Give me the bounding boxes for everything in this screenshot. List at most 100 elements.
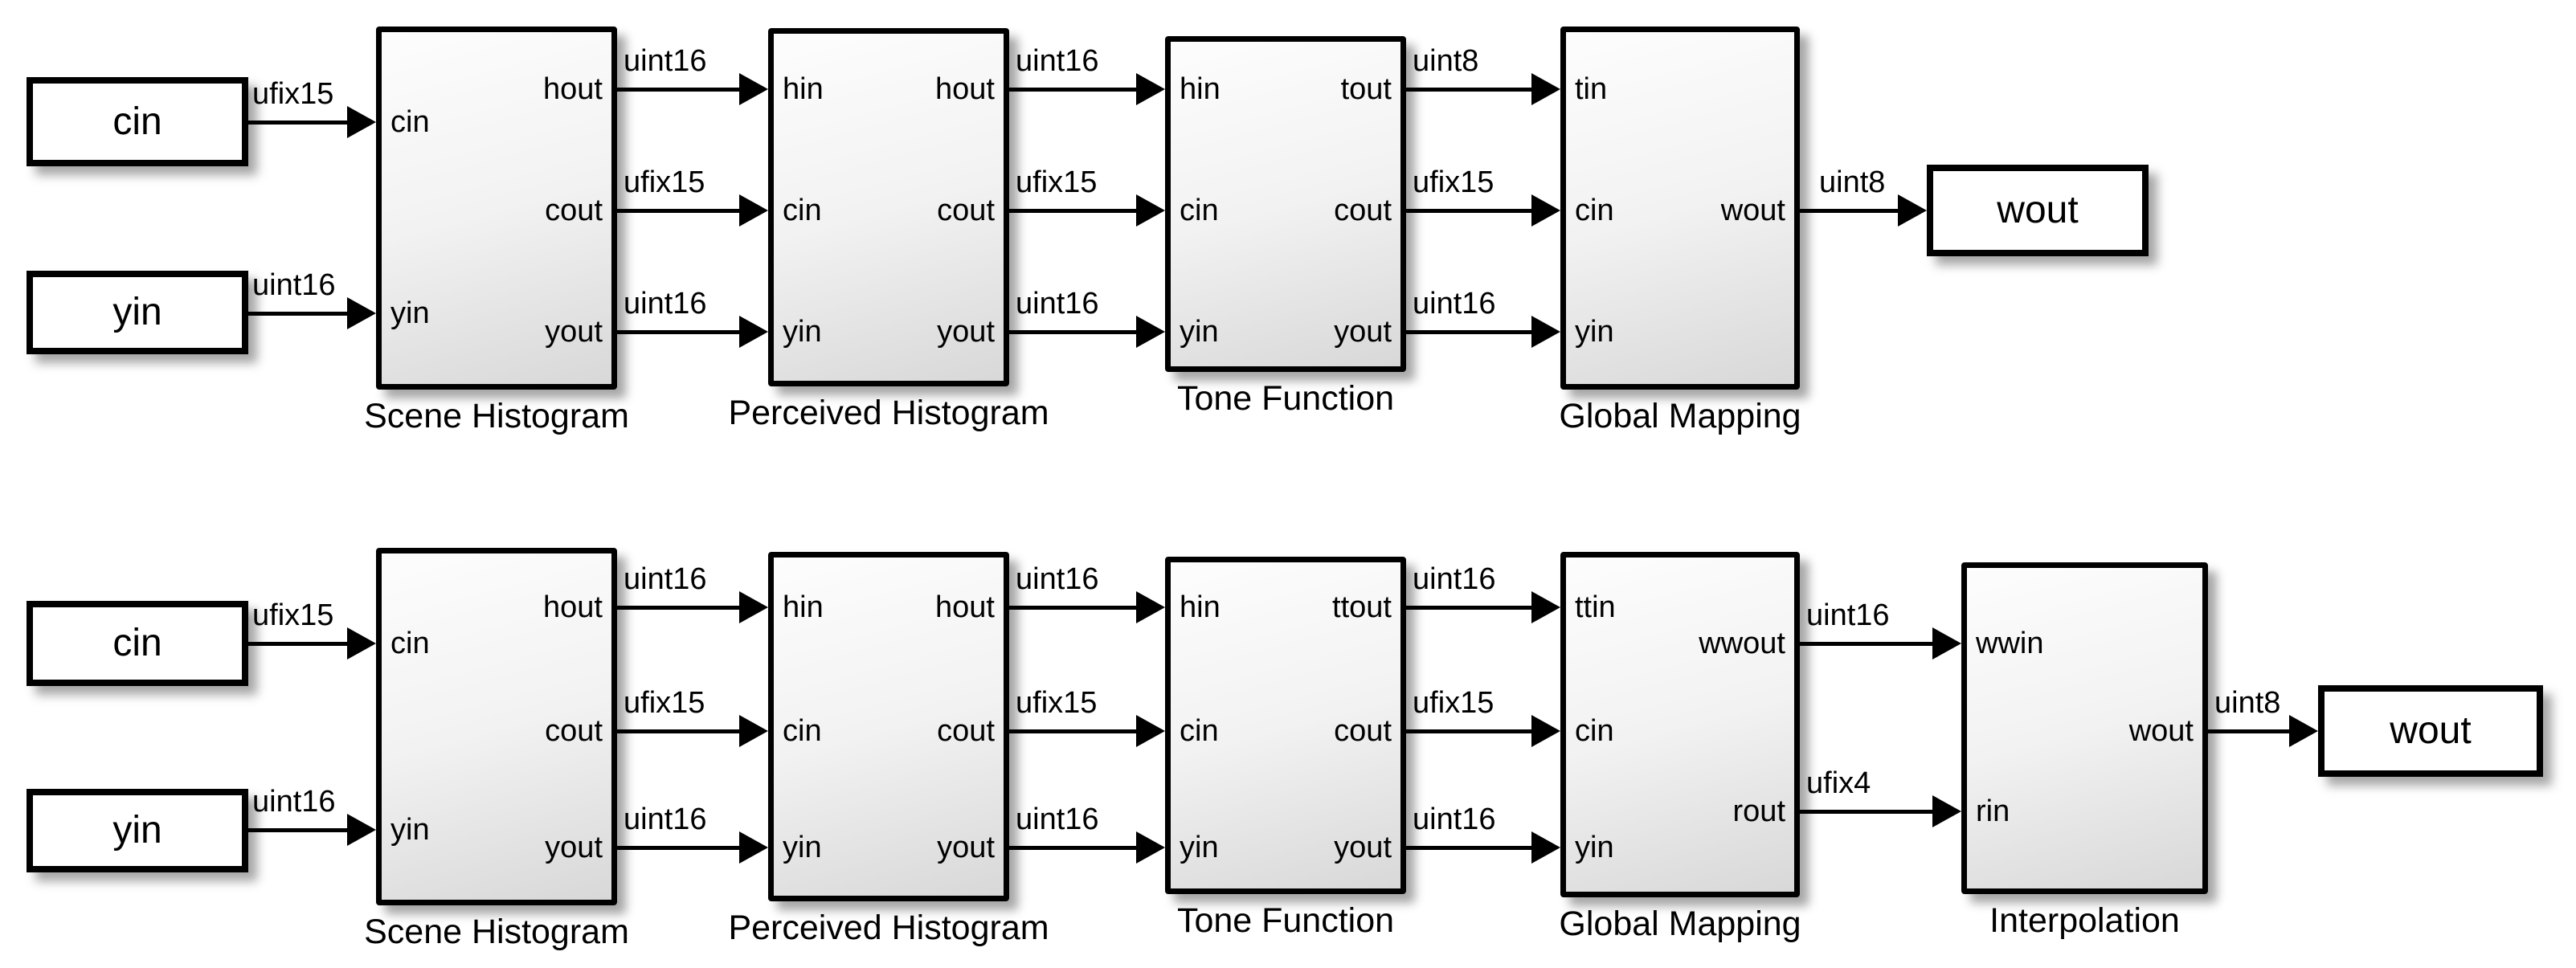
wire-arrowhead: [739, 73, 768, 105]
output-port-label: tout: [1340, 72, 1392, 106]
row1-signal-wire[interactable]: [1800, 209, 1903, 213]
output-port-label: cout: [937, 194, 995, 227]
row1-signal-wire[interactable]: [248, 312, 352, 316]
row1-signal-wire[interactable]: [248, 120, 352, 125]
signal-datatype-label: uint16: [624, 287, 707, 321]
signal-datatype-label: uint16: [252, 785, 336, 819]
wire-arrowhead: [739, 316, 768, 348]
row1-signal-wire[interactable]: [617, 330, 744, 334]
wire-arrowhead: [1136, 73, 1165, 105]
block-name-label[interactable]: Tone Function: [1176, 901, 1395, 940]
row2-signal-wire[interactable]: [248, 642, 352, 646]
signal-datatype-label: ufix4: [1806, 766, 1871, 800]
row1-signal-wire[interactable]: [1406, 88, 1536, 92]
row2-sink-block-wout[interactable]: wout: [2318, 685, 2543, 777]
input-port-label: cin: [783, 194, 822, 227]
wire-arrowhead: [1531, 316, 1560, 348]
wire-arrowhead: [1898, 194, 1927, 227]
block-name-label[interactable]: Perceived Histogram: [728, 909, 1049, 947]
row2-subsystem-global-mapping[interactable]: [1560, 552, 1800, 897]
output-port-label: wwout: [1699, 627, 1785, 660]
row2-signal-wire[interactable]: [1800, 642, 1937, 646]
wire-arrowhead: [347, 627, 376, 660]
signal-datatype-label: uint16: [1413, 803, 1496, 836]
signal-datatype-label: ufix15: [1413, 686, 1494, 720]
signal-datatype-label: uint16: [624, 803, 707, 836]
row2-signal-wire[interactable]: [617, 606, 744, 610]
row2-signal-wire[interactable]: [1800, 810, 1937, 814]
output-port-label: rout: [1732, 794, 1785, 828]
row1-subsystem-scene-histogram[interactable]: [376, 27, 617, 390]
signal-datatype-label: ufix15: [1016, 165, 1098, 199]
input-port-label: hin: [1180, 72, 1221, 106]
row2-signal-wire[interactable]: [617, 846, 744, 850]
output-port-label: cout: [545, 714, 603, 748]
row1-subsystem-tone-function[interactable]: [1165, 36, 1406, 372]
row2-signal-wire[interactable]: [1406, 846, 1536, 850]
input-port-label: yin: [390, 813, 430, 847]
input-port-label: cin: [1180, 194, 1219, 227]
output-port-label: wout: [2128, 714, 2194, 748]
block-name-label[interactable]: Global Mapping: [1559, 905, 1801, 943]
block-name-label[interactable]: Tone Function: [1176, 379, 1395, 418]
row1-sink-block-wout[interactable]: wout: [1927, 165, 2149, 256]
row1-subsystem-perceived-histogram[interactable]: [768, 28, 1009, 386]
signal-datatype-label: uint16: [1016, 803, 1099, 836]
row1-signal-wire[interactable]: [617, 88, 744, 92]
row2-source-block-cin[interactable]: cin: [27, 601, 248, 686]
row1-source-block-yin[interactable]: yin: [27, 271, 248, 354]
wire-arrowhead: [1531, 73, 1560, 105]
row1-signal-wire[interactable]: [1406, 330, 1536, 334]
wire-arrowhead: [1531, 591, 1560, 623]
row2-source-block-yin[interactable]: yin: [27, 789, 248, 872]
signal-datatype-label: uint8: [1819, 165, 1886, 199]
row1-signal-wire[interactable]: [1406, 209, 1536, 213]
input-port-label: yin: [1180, 315, 1219, 349]
row1-source-block-cin[interactable]: cin: [27, 77, 248, 166]
output-port-label: hout: [543, 590, 603, 624]
io-block-label: cin: [112, 622, 162, 664]
row2-signal-wire[interactable]: [1009, 729, 1141, 733]
row2-signal-wire[interactable]: [1406, 729, 1536, 733]
input-port-label: cin: [783, 714, 822, 748]
block-name-label[interactable]: Global Mapping: [1559, 397, 1801, 435]
block-name-label[interactable]: Perceived Histogram: [728, 394, 1049, 432]
input-port-label: hin: [783, 72, 824, 106]
output-port-label: cout: [545, 194, 603, 227]
row1-signal-wire[interactable]: [1009, 209, 1141, 213]
row2-subsystem-perceived-histogram[interactable]: [768, 552, 1009, 901]
signal-datatype-label: uint16: [1413, 562, 1496, 596]
input-port-label: yin: [783, 831, 822, 864]
block-name-label[interactable]: Scene Histogram: [364, 913, 629, 951]
input-port-label: cin: [1575, 194, 1614, 227]
row2-signal-wire[interactable]: [617, 729, 744, 733]
row1-signal-wire[interactable]: [1009, 330, 1141, 334]
io-block-label: wout: [1997, 189, 2079, 231]
signal-datatype-label: uint16: [1413, 287, 1496, 321]
input-port-label: cin: [390, 627, 430, 660]
block-name-label[interactable]: Interpolation: [1989, 901, 2180, 940]
row2-signal-wire[interactable]: [1406, 606, 1536, 610]
output-port-label: yout: [545, 315, 603, 349]
output-port-label: yout: [1334, 315, 1392, 349]
signal-datatype-label: ufix15: [252, 77, 334, 111]
output-port-label: ttout: [1332, 590, 1392, 624]
signal-datatype-label: ufix15: [624, 165, 705, 199]
row2-signal-wire[interactable]: [2208, 729, 2294, 733]
row1-signal-wire[interactable]: [617, 209, 744, 213]
row2-subsystem-scene-histogram[interactable]: [376, 548, 617, 905]
row2-subsystem-interpolation[interactable]: [1961, 562, 2208, 894]
block-name-label[interactable]: Scene Histogram: [364, 397, 629, 435]
signal-datatype-label: uint16: [1016, 562, 1099, 596]
row2-signal-wire[interactable]: [1009, 846, 1141, 850]
row2-signal-wire[interactable]: [248, 828, 352, 832]
wire-arrowhead: [347, 297, 376, 329]
input-port-label: yin: [1575, 831, 1614, 864]
wire-arrowhead: [1136, 194, 1165, 227]
row1-subsystem-global-mapping[interactable]: [1560, 27, 1800, 390]
input-port-label: hin: [1180, 590, 1221, 624]
row1-signal-wire[interactable]: [1009, 88, 1141, 92]
row2-signal-wire[interactable]: [1009, 606, 1141, 610]
row2-subsystem-tone-function[interactable]: [1165, 557, 1406, 894]
